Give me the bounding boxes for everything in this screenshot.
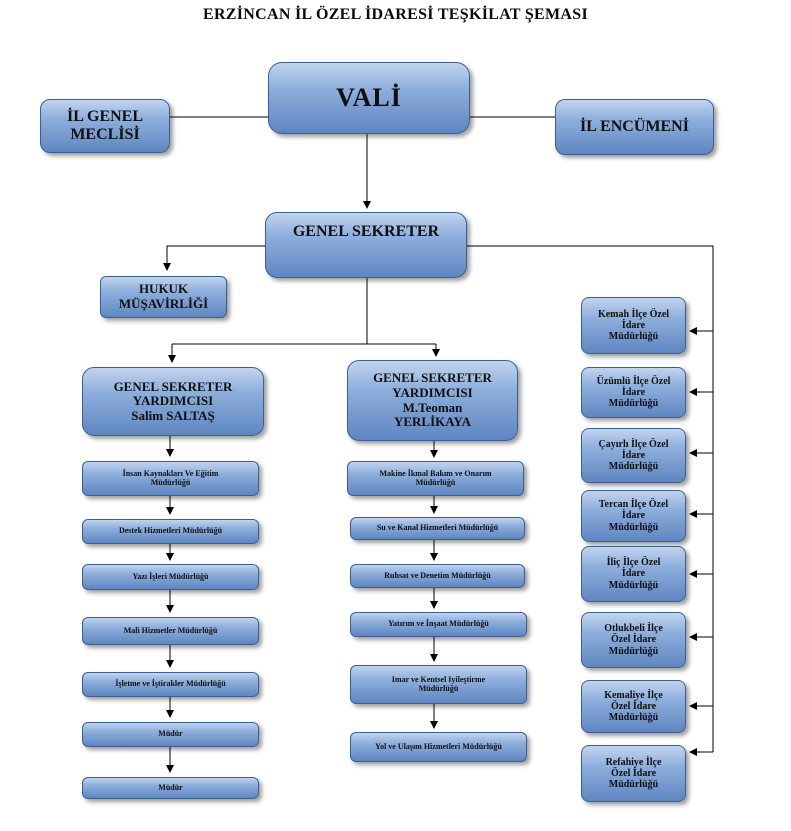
vali-box: VALİ — [268, 62, 470, 134]
district-kemaliye: Kemaliye İlçe Özel İdare Müdürlüğü — [581, 680, 686, 733]
left-unit-1: İnsan Kaynakları Ve Eğitim Müdürlüğü — [82, 461, 259, 496]
middle-unit-4: Yatırım ve İnşaat Müdürlüğü — [350, 612, 527, 637]
left-unit-7: Müdür — [82, 777, 259, 799]
il-genel-meclisi-box: İL GENEL MECLİSİ — [40, 99, 170, 153]
chart-title: ERZİNCAN İL ÖZEL İDARESİ TEŞKİLAT ŞEMASI — [202, 6, 589, 23]
district-cayirli: Çayırlı İlçe Özel İdare Müdürlüğü — [581, 428, 686, 483]
genel-sekreter-box: GENEL SEKRETER — [265, 212, 467, 278]
middle-unit-1: Makine İkmal Bakım ve Onarım Müdürlüğü — [347, 461, 524, 496]
hukuk-musavirligi-box: HUKUK MÜŞAVİRLİĞİ — [100, 276, 227, 318]
left-unit-2: Destek Hizmetleri Müdürlüğü — [82, 519, 259, 544]
left-unit-5: İşletme ve İştirakler Müdürlüğü — [82, 672, 259, 697]
district-refahiye: Refahiye İlçe Özel İdare Müdürlüğü — [581, 745, 686, 802]
left-branch-head: GENEL SEKRETER YARDIMCISI Salim SALTAŞ — [82, 367, 264, 436]
left-unit-4: Mali Hizmetler Müdürlüğü — [82, 617, 259, 645]
district-uzumlu: Üzümlü İlçe Özel İdare Müdürlüğü — [581, 367, 686, 418]
middle-unit-3: Ruhsat ve Denetim Müdürlüğü — [350, 564, 525, 588]
il-encumeni-box: İL ENCÜMENİ — [555, 99, 714, 155]
left-unit-6: Müdür — [82, 722, 259, 747]
district-kemah: Kemah İlçe Özel İdare Müdürlüğü — [581, 297, 686, 354]
middle-branch-head: GENEL SEKRETER YARDIMCISI M.Teoman YERLİ… — [347, 360, 518, 441]
district-tercan: Tercan İlçe Özel İdare Müdürlüğü — [581, 490, 686, 542]
middle-unit-5: Imar ve Kentsel Iyileştirme Müdürlüğü — [350, 665, 527, 704]
district-ilic: İliç İlçe Özel İdare Müdürlüğü — [581, 546, 686, 602]
middle-unit-6: Yol ve Ulaşım Hizmetleri Müdürlüğü — [350, 732, 527, 762]
left-unit-3: Yazı İşleri Müdürlüğü — [82, 564, 259, 590]
middle-unit-2: Su ve Kanal Hizmetleri Müdürlüğü — [350, 517, 525, 540]
district-otlukbeli: Otlukbeli İlçe Özel İdare Müdürlüğü — [581, 612, 686, 668]
